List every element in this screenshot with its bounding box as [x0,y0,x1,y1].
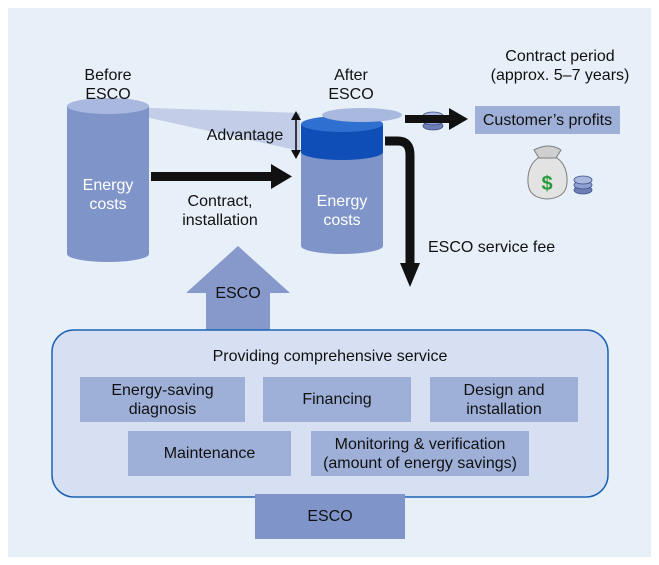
contract-period-line1: Contract period [505,48,615,65]
contract-period-label: Contract period (approx. 5–7 years) [472,47,648,85]
contract-period-line2: (approx. 5–7 years) [490,67,630,84]
profit-arrow [405,108,468,130]
esco-arrow-label: ESCO [215,285,261,302]
after-cylinder-lid [322,108,402,122]
esco-service-fee-label: ESCO service fee [428,239,556,256]
advantage-label: Advantage [206,127,284,144]
before-cost-line1: Energy [82,177,134,194]
advantage-double-arrow [291,111,301,159]
after-energy-costs-label: Energy costs [301,192,383,230]
dollar-sign: $ [541,173,552,195]
service-label: Energy-saving diagnosis [111,381,214,418]
before-title-line2: ESCO [85,86,131,103]
service-label: Design and installation [463,381,545,418]
service-label: Monitoring & verification (amount of ene… [323,435,517,472]
contract-arrow [151,164,292,189]
after-cylinder [301,108,402,254]
after-title-line2: ESCO [328,86,374,103]
contract-installation-label: Contract, installation [160,192,280,230]
service-energy-saving-diagnosis: Energy-saving diagnosis [80,377,245,422]
contract-line1: Contract, [187,193,253,210]
contract-line2: installation [182,212,258,229]
service-fee-arrow [385,136,420,287]
money-bag-icon: $ [527,145,568,200]
after-title-line1: After [334,67,368,84]
panel-title: Providing comprehensive service [212,348,448,365]
service-maintenance: Maintenance [128,431,291,476]
after-cost-line1: Energy [316,193,368,210]
before-cylinder [67,98,149,262]
esco-bottom-box: ESCO [255,494,405,539]
service-financing: Financing [263,377,411,422]
after-cost-line2: costs [323,212,361,229]
customer-profits-box: Customer’s profits [475,106,620,134]
before-energy-costs-label: Energy costs [67,176,149,214]
after-esco-title: After ESCO [301,66,401,104]
service-design-installation: Design and installation [430,377,578,422]
esco-up-arrow [186,246,290,330]
service-monitoring-verification: Monitoring & verification (amount of ene… [311,431,529,476]
service-label: Maintenance [163,445,256,462]
before-title-line1: Before [84,67,132,84]
service-label: Financing [302,391,372,408]
before-esco-title: Before ESCO [58,66,158,104]
before-cost-line2: costs [89,196,127,213]
coin-stack-icon [573,175,593,195]
